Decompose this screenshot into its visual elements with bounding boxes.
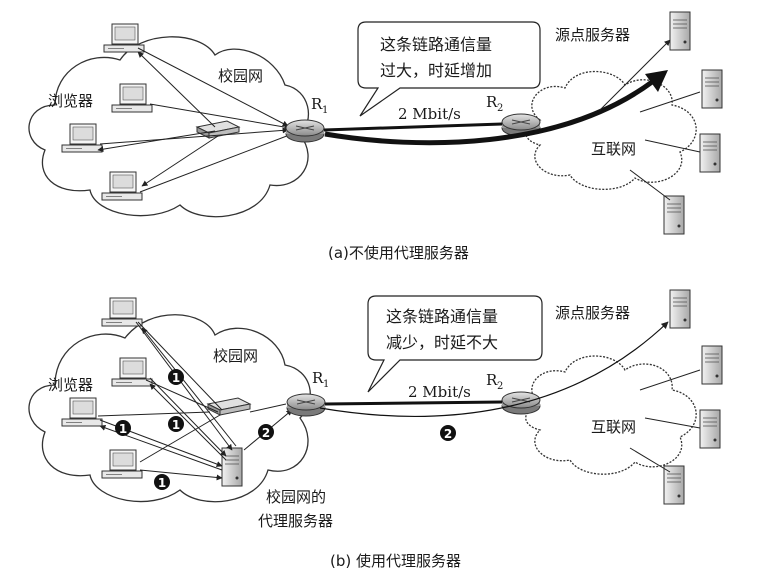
origin-server-label: 源点服务器 [555, 304, 630, 322]
campus-label: 校园网 [218, 67, 263, 85]
callout-b-line2: 减少，时延不大 [386, 333, 498, 352]
router1-label: R [311, 95, 323, 113]
heavy-traffic-arrow [324, 79, 654, 146]
browser-label: 浏览器 [48, 92, 93, 110]
step-one-markers: 1 1 1 1 [115, 369, 184, 490]
link-r1-r2 [324, 400, 503, 406]
step-one-marker: 1 [172, 418, 180, 432]
callout-a-line2: 过大，时延增加 [380, 61, 492, 80]
browser-label: 浏览器 [48, 376, 93, 394]
router1-subscript: 1 [322, 105, 328, 116]
origin-server-icon [701, 345, 723, 385]
router2-subscript: 2 [497, 381, 503, 392]
light-traffic-arrow [319, 321, 669, 417]
browser-pc-icon [101, 297, 143, 327]
router-r1-icon [285, 119, 325, 143]
caption-b: (b) 使用代理服务器 [330, 552, 461, 570]
origin-server-icon [699, 409, 721, 449]
origin-server-icon [699, 133, 721, 173]
callout-a [357, 21, 541, 117]
internet-cloud [525, 70, 697, 190]
caption-a: (a)不使用代理服务器 [328, 244, 469, 262]
router1-label: R [312, 369, 324, 387]
campus-cloud [28, 36, 309, 218]
link-speed-label: 2 Mbit/s [408, 383, 471, 401]
step-one-marker: 1 [172, 371, 180, 385]
callout-b [367, 295, 543, 393]
step-two-marker: 2 [262, 426, 270, 440]
router2-label: R [486, 371, 498, 389]
internet-label: 互联网 [591, 140, 636, 158]
step-one-marker: 1 [119, 422, 127, 436]
internet-label: 互联网 [591, 418, 636, 436]
router-r1-icon [286, 393, 326, 417]
step-two-marker: 2 [444, 427, 452, 441]
internet-cloud [525, 355, 697, 475]
proxy-server-icon [221, 447, 243, 487]
browser-pc-icon [103, 23, 145, 53]
origin-server-icon [663, 195, 685, 235]
router2-subscript: 2 [497, 103, 503, 114]
origin-server-icon [669, 11, 691, 51]
router2-label: R [486, 93, 498, 111]
proxy-label-line2: 代理服务器 [258, 512, 333, 530]
proxy-label-line1: 校园网的 [266, 488, 326, 506]
origin-server-icon [701, 69, 723, 109]
origin-server-label: 源点服务器 [555, 26, 630, 44]
callout-a-line1: 这条链路通信量 [380, 35, 492, 54]
link-speed-label: 2 Mbit/s [398, 105, 461, 123]
callout-b-line1: 这条链路通信量 [386, 307, 498, 326]
panel-b: 这条链路通信量 减少，时延不大 1 1 1 1 2 2 校园网 浏览器 R 1 … [28, 289, 723, 570]
step-two-markers: 2 2 [258, 424, 456, 441]
step-one-marker: 1 [158, 476, 166, 490]
panel-a: 这条链路通信量 过大，时延增加 校园网 浏览器 R 1 R 2 2 Mbit/s… [28, 11, 723, 262]
origin-server-icon [663, 465, 685, 505]
router1-subscript: 1 [323, 379, 329, 390]
link-r1-r2 [323, 122, 503, 132]
campus-label: 校园网 [213, 347, 258, 365]
origin-server-icon [669, 289, 691, 329]
